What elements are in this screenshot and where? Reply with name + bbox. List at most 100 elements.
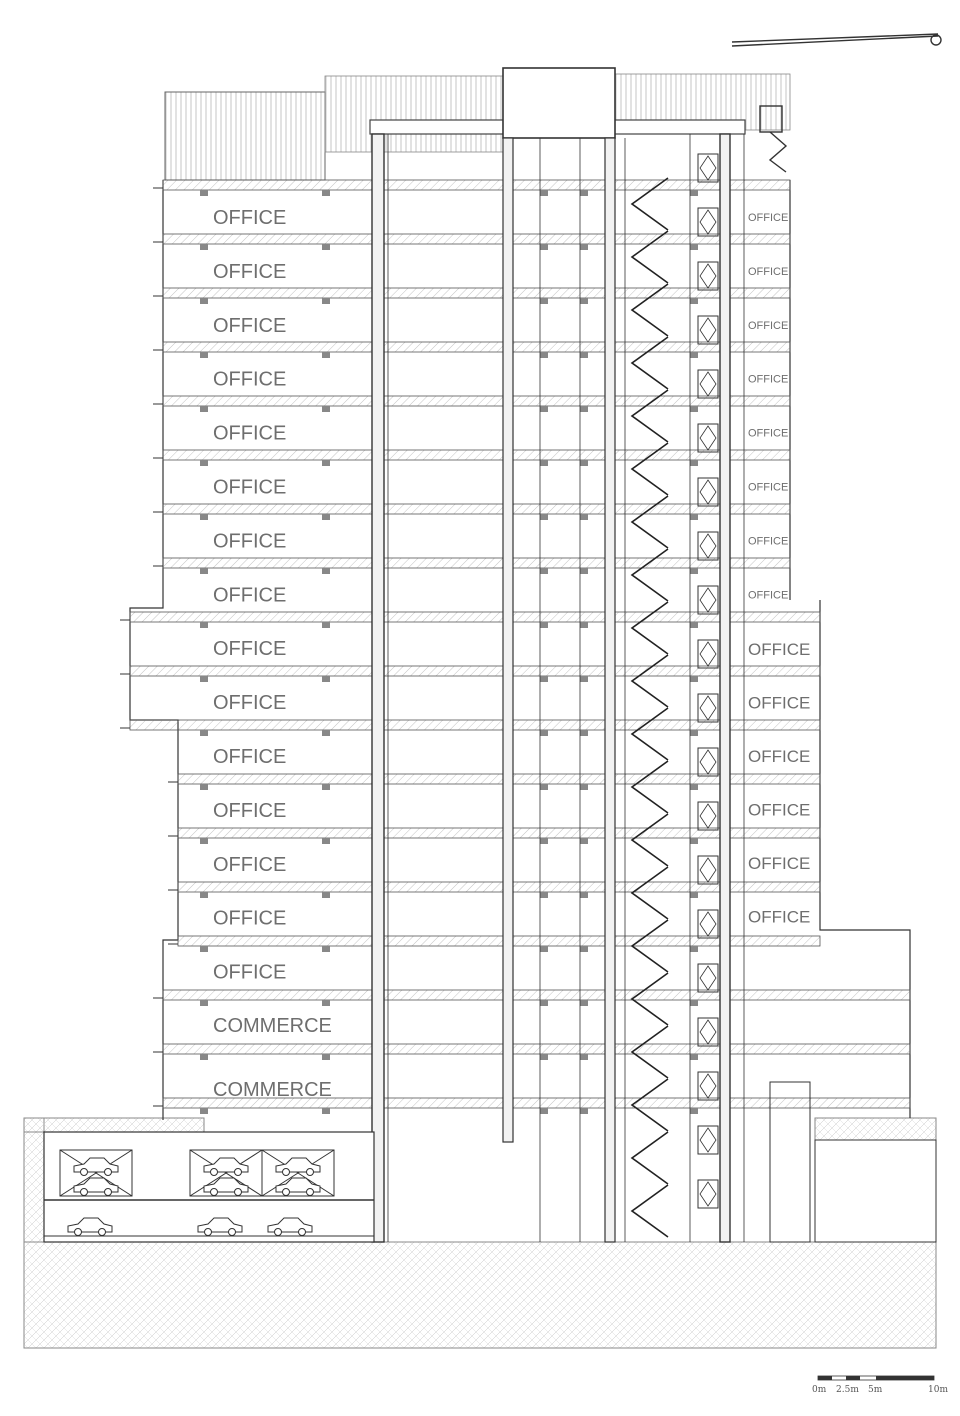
beam-stub bbox=[690, 1000, 698, 1006]
beam-stub bbox=[322, 460, 330, 466]
left-office-label: OFFICE bbox=[213, 746, 286, 768]
shaft-door bbox=[697, 909, 719, 939]
beam-stub bbox=[322, 784, 330, 790]
beam-stub bbox=[540, 190, 548, 196]
beam-stub bbox=[200, 244, 208, 250]
beam-stub bbox=[200, 190, 208, 196]
beam-stub bbox=[200, 1108, 208, 1114]
left-office-label: OFFICE bbox=[213, 261, 286, 283]
beam-stub bbox=[690, 190, 698, 196]
left-office-label: OFFICE bbox=[213, 638, 286, 660]
beam-stub bbox=[540, 244, 548, 250]
roof-screen-left bbox=[324, 75, 506, 153]
beam-stub bbox=[580, 1000, 588, 1006]
parking-lift-left bbox=[59, 1149, 335, 1197]
floor-slab bbox=[162, 1043, 911, 1055]
floor-slab bbox=[129, 665, 821, 677]
beam-stub bbox=[322, 730, 330, 736]
beam-stub bbox=[580, 1108, 588, 1114]
beam-stub bbox=[322, 838, 330, 844]
floor-slab bbox=[162, 179, 791, 191]
floor-slab bbox=[162, 287, 791, 299]
beam-stub bbox=[690, 514, 698, 520]
right-office-label: OFFICE bbox=[748, 747, 810, 766]
beam-stub bbox=[580, 352, 588, 358]
beam-stub bbox=[200, 1054, 208, 1060]
right-office-label: OFFICE bbox=[748, 428, 788, 440]
beam-stub bbox=[200, 514, 208, 520]
floor-slab bbox=[177, 773, 821, 785]
shaft-door bbox=[697, 747, 719, 777]
floor-slab bbox=[162, 1097, 911, 1109]
left-office-label: OFFICE bbox=[213, 584, 286, 606]
beam-stub bbox=[200, 460, 208, 466]
vertical-shafts bbox=[371, 133, 811, 1243]
beam-stub bbox=[580, 568, 588, 574]
left-office-label: OFFICE bbox=[213, 207, 286, 229]
beam-stub bbox=[200, 784, 208, 790]
shaft-door bbox=[697, 261, 719, 291]
floor-slab bbox=[162, 449, 791, 461]
right-office-label: OFFICE bbox=[748, 589, 788, 601]
beam-stub bbox=[200, 730, 208, 736]
car-icon bbox=[203, 1157, 249, 1176]
beam-stub bbox=[322, 892, 330, 898]
beam-stub bbox=[322, 946, 330, 952]
beam-stub bbox=[540, 838, 548, 844]
beam-stub bbox=[580, 298, 588, 304]
podium-ground-right bbox=[814, 1117, 937, 1141]
stair-flights bbox=[630, 177, 669, 1238]
shaft-door bbox=[697, 1017, 719, 1047]
floor-slab bbox=[162, 395, 791, 407]
beam-stub bbox=[200, 568, 208, 574]
beam-stub bbox=[540, 406, 548, 412]
floor-slab bbox=[162, 341, 791, 353]
beam-stub bbox=[540, 352, 548, 358]
floor-slab bbox=[129, 611, 821, 623]
shaft-door bbox=[697, 369, 719, 399]
car-icon bbox=[275, 1157, 321, 1176]
shaft-door bbox=[697, 1125, 719, 1155]
beam-stub bbox=[540, 460, 548, 466]
basement-ground-slab bbox=[23, 1117, 205, 1133]
beam-stub bbox=[540, 1000, 548, 1006]
shaft-door bbox=[697, 207, 719, 237]
beam-stub bbox=[322, 352, 330, 358]
beam-stub bbox=[322, 190, 330, 196]
left-office-label: OFFICE bbox=[213, 530, 286, 552]
beam-stub bbox=[540, 946, 548, 952]
beam-stub bbox=[580, 676, 588, 682]
beam-stub bbox=[690, 460, 698, 466]
beam-stub bbox=[322, 244, 330, 250]
beam-stub bbox=[690, 244, 698, 250]
floor-slab bbox=[177, 827, 821, 839]
beam-stub bbox=[690, 946, 698, 952]
floor-slab bbox=[177, 881, 821, 893]
beam-stub bbox=[580, 622, 588, 628]
right-office-label: OFFICE bbox=[748, 640, 810, 659]
shaft-door bbox=[697, 801, 719, 831]
right-office-label: OFFICE bbox=[748, 374, 788, 386]
beam-stub bbox=[322, 1108, 330, 1114]
shaft-door bbox=[697, 855, 719, 885]
beam-stub bbox=[580, 892, 588, 898]
beam-stub bbox=[540, 784, 548, 790]
shaft-door bbox=[697, 1179, 719, 1209]
car-icon bbox=[73, 1157, 119, 1176]
beam-stub bbox=[322, 676, 330, 682]
beam-stub bbox=[540, 892, 548, 898]
shaft-door bbox=[697, 531, 719, 561]
beam-stub bbox=[200, 1000, 208, 1006]
right-office-label: OFFICE bbox=[748, 535, 788, 547]
floor-slab bbox=[162, 503, 791, 515]
beam-stub bbox=[200, 298, 208, 304]
scale-tick-0: 0m bbox=[812, 1385, 827, 1395]
beam-stub bbox=[690, 622, 698, 628]
beam-stub bbox=[690, 784, 698, 790]
beam-stub bbox=[690, 298, 698, 304]
beam-stub bbox=[580, 460, 588, 466]
right-office-label: OFFICE bbox=[748, 801, 810, 820]
beam-stub bbox=[540, 568, 548, 574]
beam-stub bbox=[540, 730, 548, 736]
